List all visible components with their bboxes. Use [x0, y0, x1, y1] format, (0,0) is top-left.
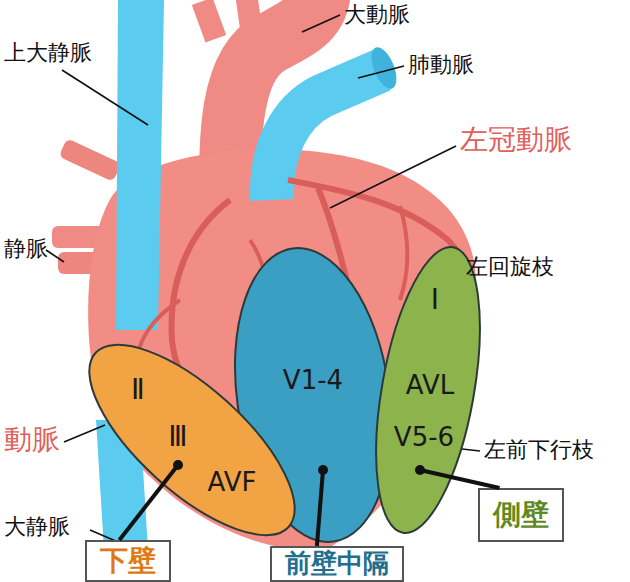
- vein-stub: [59, 138, 122, 181]
- aorta-branch: [192, 0, 226, 43]
- lead-name: AVF: [208, 468, 257, 497]
- aorta-branch: [235, 0, 262, 35]
- pointer-line-stroke: [420, 470, 500, 488]
- lateral-wall-box: 側壁: [478, 488, 564, 542]
- anteroseptal-box: 前壁中隔: [270, 546, 404, 582]
- anatomy-label: 左前下行枝: [484, 437, 594, 462]
- wall-name: 側壁: [493, 499, 549, 531]
- lead-name: Ⅱ: [131, 375, 145, 406]
- anatomy-label: 動脈: [4, 424, 60, 456]
- lead-name: AVL: [406, 371, 454, 400]
- superior-vena-cava: [116, 0, 164, 330]
- inferior-region: ⅡⅢ AVF: [88, 343, 296, 537]
- leader-line: [62, 70, 148, 125]
- lead-name: V5-6: [394, 423, 454, 452]
- leader-line: [46, 250, 64, 262]
- anatomy-label: 静脈: [4, 236, 48, 261]
- leader-line: [358, 66, 404, 78]
- inferior-wall-box: 下壁: [85, 540, 171, 582]
- pointer-dot: [318, 465, 328, 475]
- pointer-dot: [415, 465, 425, 475]
- lead-name: Ⅲ: [168, 422, 187, 453]
- pointer-line: [415, 465, 500, 488]
- leader-line: [302, 15, 340, 32]
- anatomy-label: 肺動脈: [408, 52, 474, 77]
- anatomy-label: 大静脈: [4, 514, 70, 539]
- leader-line: [64, 425, 105, 442]
- anatomy-label: 左冠動脈: [460, 124, 572, 156]
- leader-line: [462, 449, 480, 451]
- lead-name: V1-4: [283, 366, 343, 395]
- lateral-region: Ⅰ AVL V5-6: [376, 245, 480, 535]
- anatomy-label: 大動脈: [344, 2, 410, 27]
- pointer-line-stroke: [119, 465, 178, 540]
- anatomy-label: 左回旋枝: [466, 254, 554, 279]
- artery-branch: [400, 206, 408, 300]
- region-ellipse: [61, 314, 324, 565]
- leader-line: [330, 146, 456, 208]
- wall-name: 下壁: [100, 545, 156, 577]
- pointer-line: [119, 460, 183, 540]
- pointer-dot: [173, 460, 183, 470]
- ellipse-outline: [88, 343, 296, 537]
- pointer-line: [317, 465, 328, 546]
- pointer-line-stroke: [317, 470, 323, 546]
- lead-name: Ⅰ: [431, 285, 439, 316]
- anatomy-label: 上大静脈: [4, 40, 92, 65]
- wall-name: 前壁中隔: [285, 549, 389, 579]
